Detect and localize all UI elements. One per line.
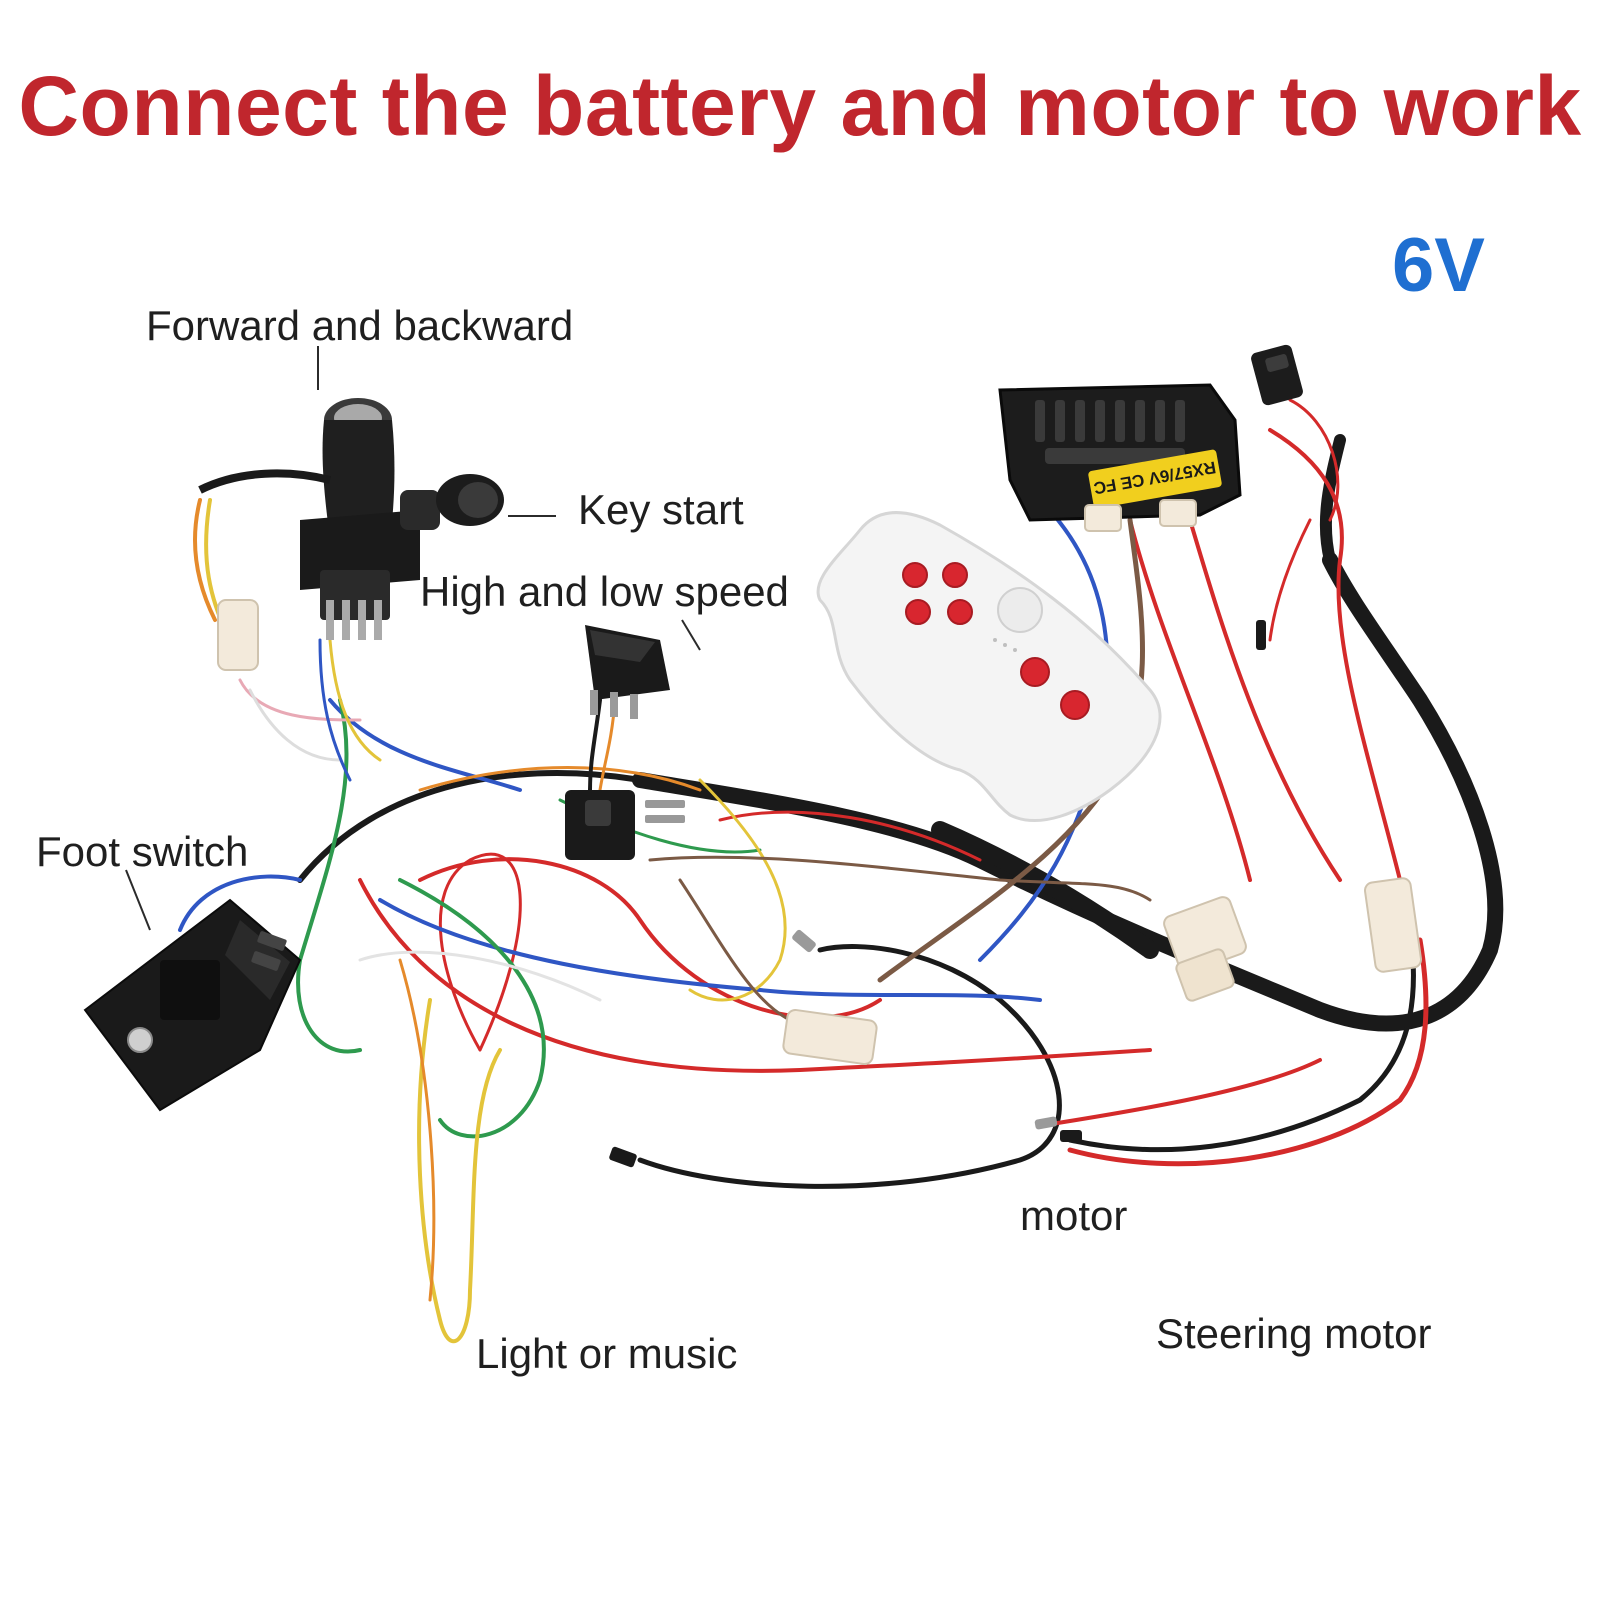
label-steering-motor: Steering motor — [1156, 1310, 1432, 1357]
key-switch — [400, 474, 504, 530]
white-connectors — [217, 599, 1423, 1066]
label-key-start: Key start — [578, 486, 744, 533]
label-light-music: Light or music — [476, 1330, 738, 1377]
foot-switch-pedal — [83, 898, 302, 1112]
power-plug — [1251, 344, 1303, 406]
secondary-switch — [565, 790, 635, 860]
label-forward-backward: Forward and backward — [146, 302, 574, 349]
leader-lines — [125, 346, 701, 931]
remote-buttons — [902, 562, 1090, 720]
remote-control — [816, 511, 1162, 822]
voltage-badge: 6V — [1392, 223, 1485, 308]
label-foot-switch: Foot switch — [36, 828, 249, 875]
wire-terminals — [609, 620, 1266, 1168]
label-motor: motor — [1020, 1192, 1128, 1239]
controller-box: RX57/6V CE FC — [998, 383, 1242, 532]
speed-rocker-switch — [585, 625, 670, 719]
remote-power-button — [997, 587, 1043, 633]
gear-shifter — [198, 398, 420, 640]
wire-bundle — [178, 398, 1504, 1344]
page-title: Connect the battery and motor to work — [18, 59, 1582, 153]
label-high-low-speed: High and low speed — [420, 568, 789, 615]
